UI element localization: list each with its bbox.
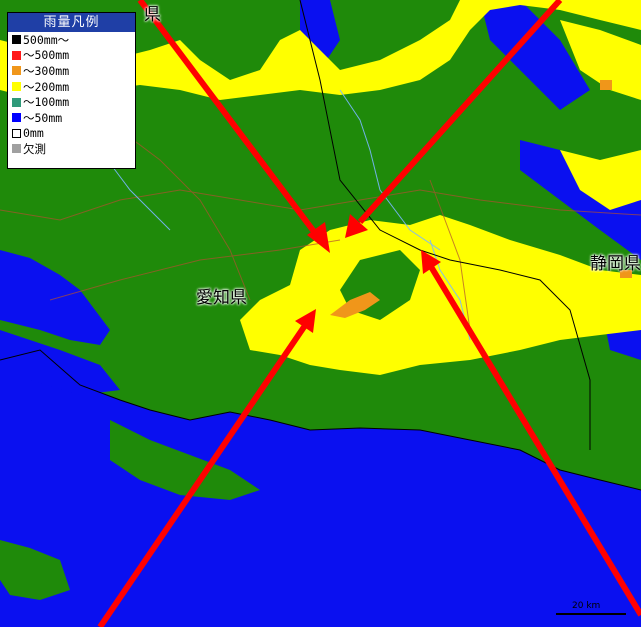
legend-label: 〜50mm	[23, 110, 63, 125]
peninsula-west	[110, 420, 260, 500]
legend-label: 〜100mm	[23, 95, 70, 110]
legend-item: 〜50mm	[8, 110, 135, 126]
arrow-se-head	[421, 250, 441, 274]
legend-swatch	[12, 35, 21, 45]
prefecture-boundary	[299, 0, 591, 450]
legend-label: 欠測	[23, 141, 46, 156]
legend-item: 〜300mm	[8, 63, 135, 79]
legend-item: 500mm〜	[8, 32, 135, 48]
legend-item: 欠測	[8, 141, 135, 157]
arrow-ne-head	[345, 214, 368, 238]
legend-label: 〜300mm	[23, 63, 70, 78]
yellow-band-north	[0, 0, 641, 100]
legend-label: 〜200mm	[23, 79, 70, 94]
legend-swatch	[12, 66, 21, 76]
legend-label: 〜500mm	[23, 48, 70, 63]
legend-swatch	[12, 82, 21, 92]
legend-swatch	[12, 97, 21, 107]
peninsula-south	[0, 540, 70, 600]
scale-line	[556, 613, 626, 615]
yellow-band-north-right	[560, 20, 641, 100]
arrow-sw-shaft	[97, 322, 309, 627]
legend-label: 0mm	[23, 126, 44, 141]
arrow-nw-head	[307, 222, 330, 253]
sea-patch-ne	[480, 0, 590, 110]
place-label-shizuoka: 静岡県	[590, 254, 641, 274]
orange-band	[330, 292, 380, 318]
legend-swatch	[12, 113, 21, 123]
arrow-se-shaft	[427, 263, 641, 617]
legend-item: 〜200mm	[8, 79, 135, 95]
legend-item: 0mm	[8, 126, 135, 142]
legend-label: 500mm〜	[23, 32, 70, 47]
sea-west-lower	[0, 330, 120, 395]
legend-swatch	[12, 128, 21, 138]
legend-item: 〜500mm	[8, 48, 135, 64]
legend-swatch	[12, 50, 21, 60]
coastline	[0, 349, 641, 491]
scale-label: 20 km	[572, 601, 601, 611]
legend-swatch	[12, 144, 21, 154]
scale-bar: 20 km	[556, 601, 626, 617]
sea-area	[0, 350, 641, 627]
sea-west-bay	[0, 250, 110, 345]
place-label-aichi: 愛知県	[196, 288, 247, 308]
rainfall-legend: 雨量凡例 500mm〜 〜500mm 〜300mm 〜200mm 〜100mm …	[7, 12, 136, 169]
yellow-patch-ne	[560, 150, 641, 210]
red-arrows	[97, 0, 641, 627]
sea-patch-east	[520, 140, 641, 260]
yellow-central	[240, 215, 641, 375]
place-label-top: 県	[144, 5, 161, 25]
arrow-ne-shaft	[357, 0, 563, 225]
arrow-nw-shaft	[137, 0, 321, 239]
orange-dot-ne	[600, 80, 612, 90]
orange-dot-e	[620, 270, 632, 278]
legend-title: 雨量凡例	[8, 13, 135, 32]
legend-item: 〜100mm	[8, 94, 135, 110]
arrow-sw-head	[295, 309, 316, 333]
